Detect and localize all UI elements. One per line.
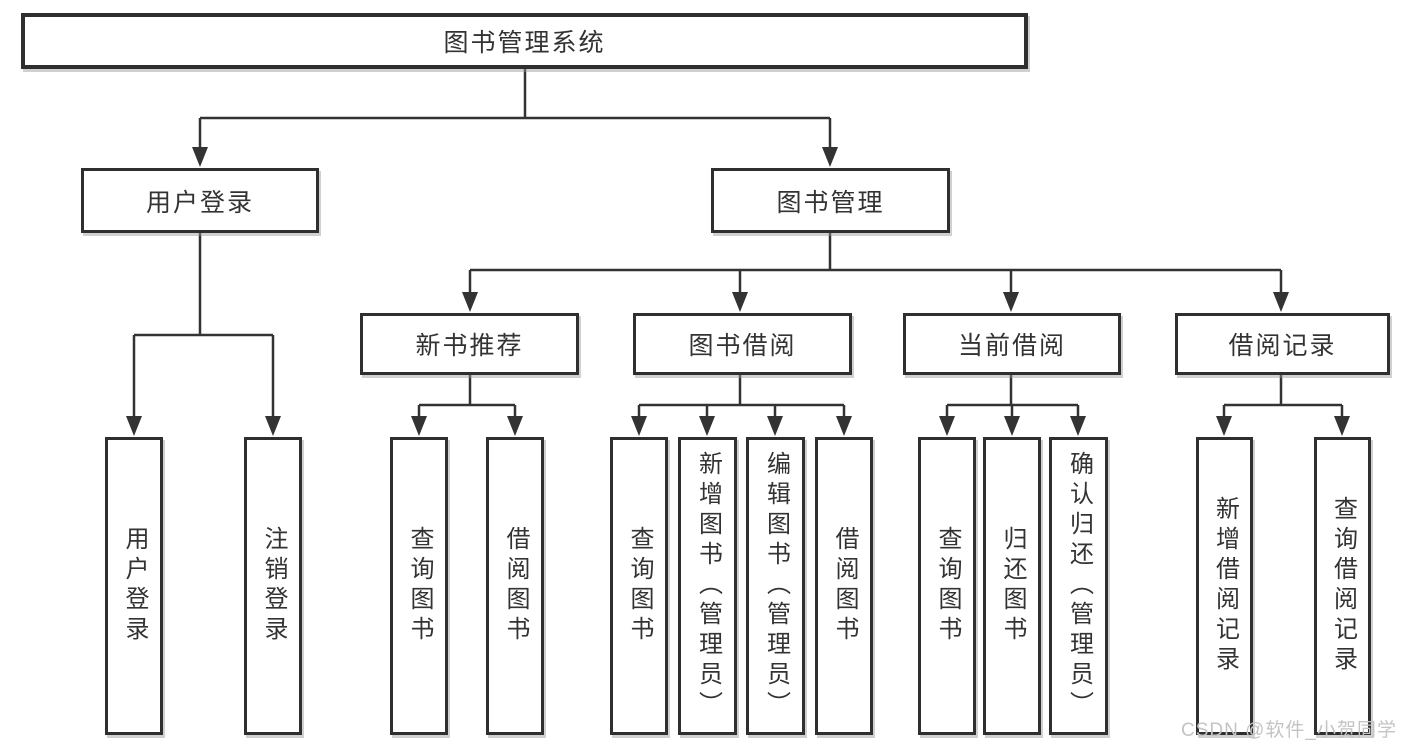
leaf-borrow-query-books: 查询图书 — [610, 437, 668, 735]
leaf-newbook-query-books: 查询图书 — [390, 437, 448, 735]
leaf-borrow-borrow-books: 借阅图书 — [815, 437, 873, 735]
leaf-records-add-record: 新增借阅记录 — [1196, 437, 1253, 735]
leaf-borrow-edit-books-admin: 编辑图书（管理员） — [746, 437, 805, 735]
leaf-current-query-books: 查询图书 — [918, 437, 976, 735]
arrowheads — [126, 147, 1350, 436]
node-book-management: 图书管理 — [711, 168, 950, 233]
leaf-records-query-record: 查询借阅记录 — [1314, 437, 1371, 735]
node-new-book-recommend: 新书推荐 — [360, 313, 579, 375]
leaf-logout: 注销登录 — [244, 437, 302, 735]
node-borrow-records: 借阅记录 — [1175, 313, 1390, 375]
node-current-borrow: 当前借阅 — [903, 313, 1121, 375]
node-book-borrow: 图书借阅 — [633, 313, 852, 375]
leaf-current-return-books: 归还图书 — [983, 437, 1041, 735]
node-root: 图书管理系统 — [21, 13, 1028, 69]
leaf-newbook-borrow-books: 借阅图书 — [486, 437, 544, 735]
leaf-user-login: 用户登录 — [105, 437, 163, 735]
csdn-watermark: CSDN @软件_小贺同学 — [1181, 720, 1397, 741]
leaf-borrow-add-books-admin: 新增图书（管理员） — [678, 437, 737, 735]
leaf-current-confirm-return-admin: 确认归还（管理员） — [1049, 437, 1108, 735]
node-user-login: 用户登录 — [81, 168, 319, 233]
